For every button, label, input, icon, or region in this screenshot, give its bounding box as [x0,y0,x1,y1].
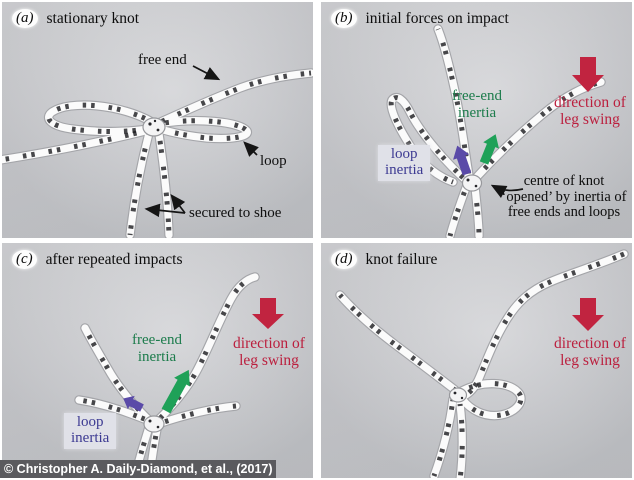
label-line: direction of [233,335,305,352]
panel-letter: (c) [12,250,37,269]
panel-title: initial forces on impact [365,9,509,27]
panel-b-header: (b) initial forces on impact [331,9,509,28]
panel-title: after repeated impacts [45,250,183,268]
panel-letter: (b) [331,9,357,28]
panel-c-after-repeated-impacts: (c) after repeated impacts free-end iner… [2,243,313,478]
loop-arrow-icon [243,141,259,157]
knot-center [461,174,483,192]
panel-d-header: (d) knot failure [331,250,437,269]
leg-swing-arrow-icon [252,298,284,329]
label-line: leg swing [239,352,299,369]
panel-a-header: (a) stationary knot [12,9,139,28]
centre-of-knot-arrow-icon [490,184,524,199]
label-line: inertia [71,429,110,446]
knot-center [143,415,165,433]
secured-arrow-left-icon [144,203,186,218]
knot-center [448,387,468,403]
free-end-inertia-arrow-icon [161,369,190,414]
free-end-inertia-label: free-end inertia [118,332,196,366]
panel-letter: (d) [331,250,357,269]
secured-arrow-up-icon [170,193,186,214]
label-line: inertia [385,161,424,178]
direction-of-leg-swing-label: direction of leg swing [548,335,632,369]
label-line: free-end [132,332,182,348]
panel-letter: (a) [12,9,38,28]
panel-b-initial-forces: (b) initial forces on impact free-end in… [321,2,632,238]
panel-a-photo [2,65,313,238]
loop-label: loop [260,153,287,169]
leg-swing-arrow-icon [572,298,604,331]
copyright-credit: © Christopher A. Daily-Diamond, et al., … [0,460,276,478]
label-line: direction of [554,94,626,111]
leg-swing-arrow-icon [572,57,604,92]
label-line: inertia [457,105,497,121]
knot-center [142,117,166,137]
label-line: loop [76,414,104,430]
panel-d-knot-failure: (d) knot failure direction of leg swing [321,243,632,478]
force-arrows [572,298,604,331]
direction-of-leg-swing-label: direction of leg swing [549,94,631,128]
centre-of-knot-label: centre of knot ‘opened’ by inertia of fr… [497,173,631,221]
free-end-label: free end [138,52,187,68]
label-line: direction of [554,335,626,352]
free-end-inertia-label: free-end inertia [439,88,515,122]
label-line: centre of knot [523,173,605,189]
direction-of-leg-swing-label: direction of leg swing [228,335,310,369]
panel-a-stationary-knot: (a) stationary knot free end loop secure… [2,2,313,238]
label-line: loop [390,146,418,162]
label-line: free ends and loops [507,204,621,220]
label-line: free-end [452,88,502,104]
annotation-arrows [144,65,259,218]
loop-inertia-arrow-icon [453,145,472,176]
free-end-inertia-arrow-icon [479,134,499,165]
panel-title: stationary knot [46,9,140,27]
label-line: ‘opened’ by inertia of [501,188,627,205]
panel-d-photo [321,243,632,478]
loop-inertia-label: loop inertia [378,145,431,181]
label-line: leg swing [560,111,620,128]
loop-inertia-arrow-icon [123,395,144,412]
loop-inertia-label: loop inertia [64,413,117,449]
force-arrows [453,57,604,199]
secured-to-shoe-label: secured to shoe [189,205,282,221]
panel-c-header: (c) after repeated impacts [12,250,183,269]
force-arrows [123,298,284,414]
panel-title: knot failure [365,250,438,268]
label-line: leg swing [560,352,620,369]
panel-c-photo [2,243,284,478]
label-line: inertia [137,349,177,365]
panel-b-photo [321,2,632,238]
free-end-arrow-icon [192,65,221,81]
